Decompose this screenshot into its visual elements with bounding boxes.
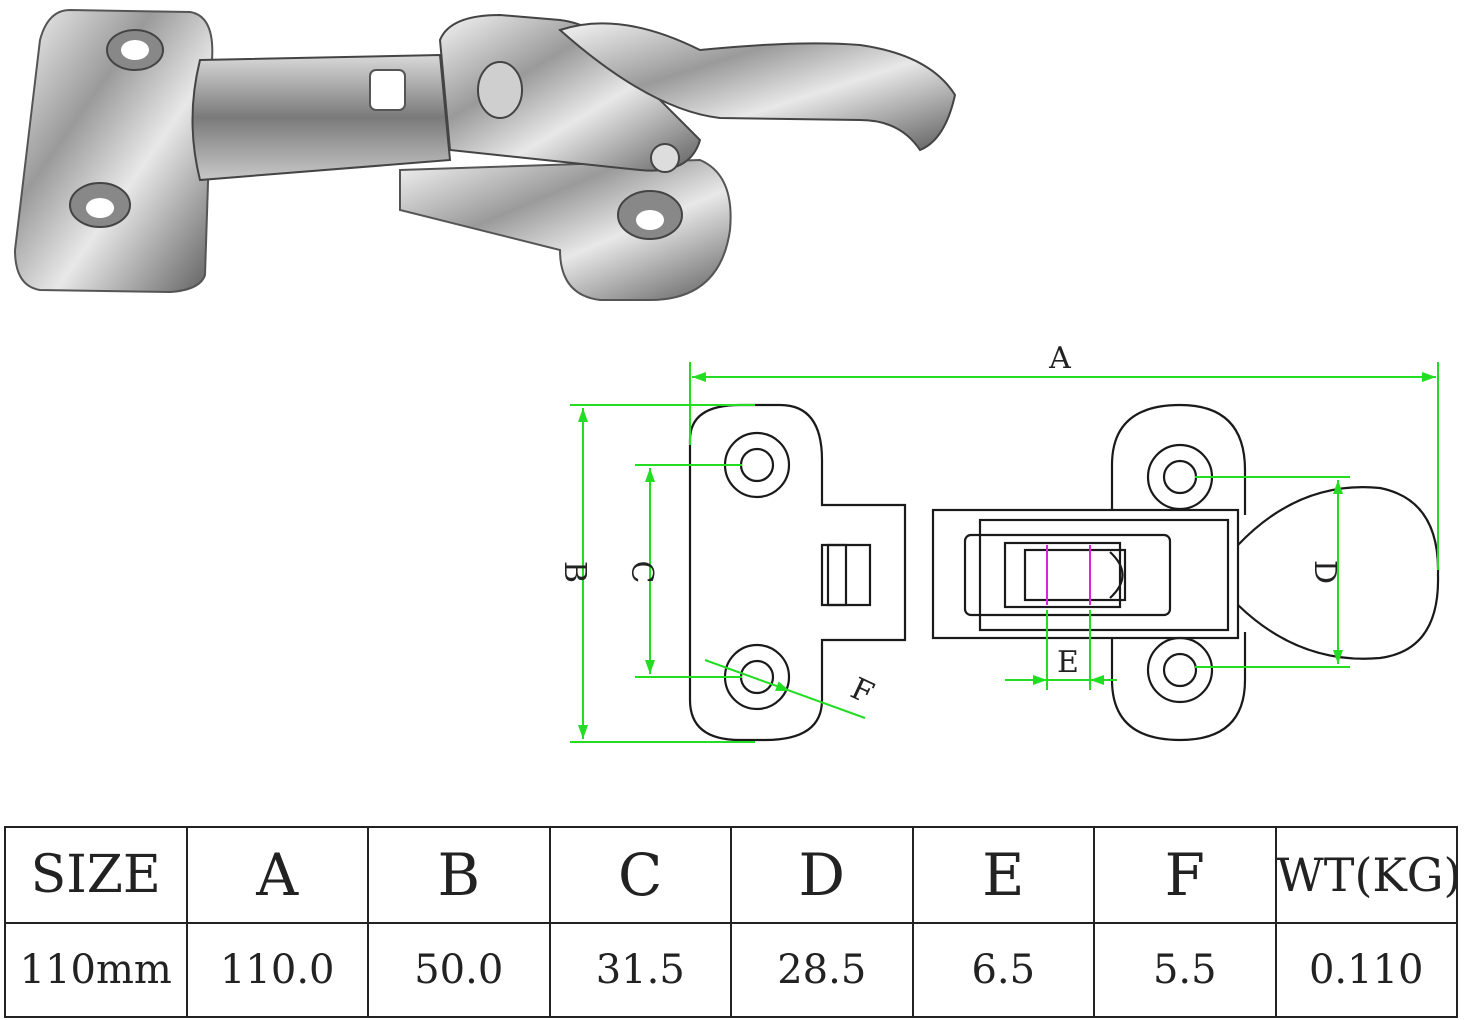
table-cell: 110mm: [4, 922, 188, 1018]
table-row: 110mm 110.0 50.0 31.5 28.5 6.5 5.5 0.110: [4, 922, 1458, 1018]
latch-body-outline: [931, 508, 1240, 640]
header-cell: B: [367, 826, 551, 924]
latch-photo: [13, 8, 957, 301]
dimension-arrowhead: [692, 372, 706, 382]
table-header-row: SIZE A B C D E F WT(KG): [4, 826, 1461, 924]
specs-table: SIZE A B C D E F WT(KG) 110mm 110.0 50.0…: [4, 826, 1461, 1018]
dimension-arrowhead: [1090, 675, 1104, 685]
header-cell: WT(KG): [1274, 826, 1461, 924]
dimension-arrowhead: [775, 681, 790, 691]
dimension-arrowhead: [578, 725, 588, 739]
right-bottom-hole: [1146, 636, 1214, 704]
photo-hinge-arm: [191, 53, 452, 182]
dimension-arrowhead: [578, 408, 588, 422]
header-cell: D: [730, 826, 914, 924]
photo-right-plate: [399, 158, 732, 301]
e-markers: [1046, 545, 1091, 605]
dimension-arrowhead: [1333, 480, 1343, 494]
dimension-drawing: A B C D E F: [557, 341, 1440, 743]
header-cell: SIZE: [4, 826, 188, 924]
dimension-arrowhead: [645, 660, 655, 674]
right-plate-outline: [1110, 403, 1247, 742]
lever-outline: [1237, 486, 1440, 660]
table-cell: 5.5: [1093, 922, 1277, 1018]
photo-left-plate: [13, 8, 214, 294]
label-f: F: [845, 671, 879, 712]
photo-lever: [558, 22, 957, 152]
dimension-arrows: [578, 372, 1436, 739]
label-e: E: [1057, 645, 1079, 680]
table-cell: 31.5: [548, 922, 732, 1018]
dimension-arrowhead: [1333, 650, 1343, 664]
header-cell: C: [548, 826, 732, 924]
table-cell: 110.0: [185, 922, 369, 1018]
dimension-arrowhead: [1033, 675, 1047, 685]
label-d: D: [1307, 560, 1342, 584]
label-b: B: [557, 561, 592, 583]
label-c: C: [624, 561, 659, 584]
table-cell: 28.5: [730, 922, 914, 1018]
table-cell: 6.5: [911, 922, 1095, 1018]
header-cell: A: [185, 826, 369, 924]
table-cell: 0.110: [1274, 922, 1458, 1018]
dimension-arrowhead: [1422, 372, 1436, 382]
header-cell: E: [911, 826, 1095, 924]
header-cell: F: [1093, 826, 1277, 924]
label-a: A: [1048, 341, 1071, 376]
table-cell: 50.0: [367, 922, 551, 1018]
dimension-arrowhead: [645, 468, 655, 482]
